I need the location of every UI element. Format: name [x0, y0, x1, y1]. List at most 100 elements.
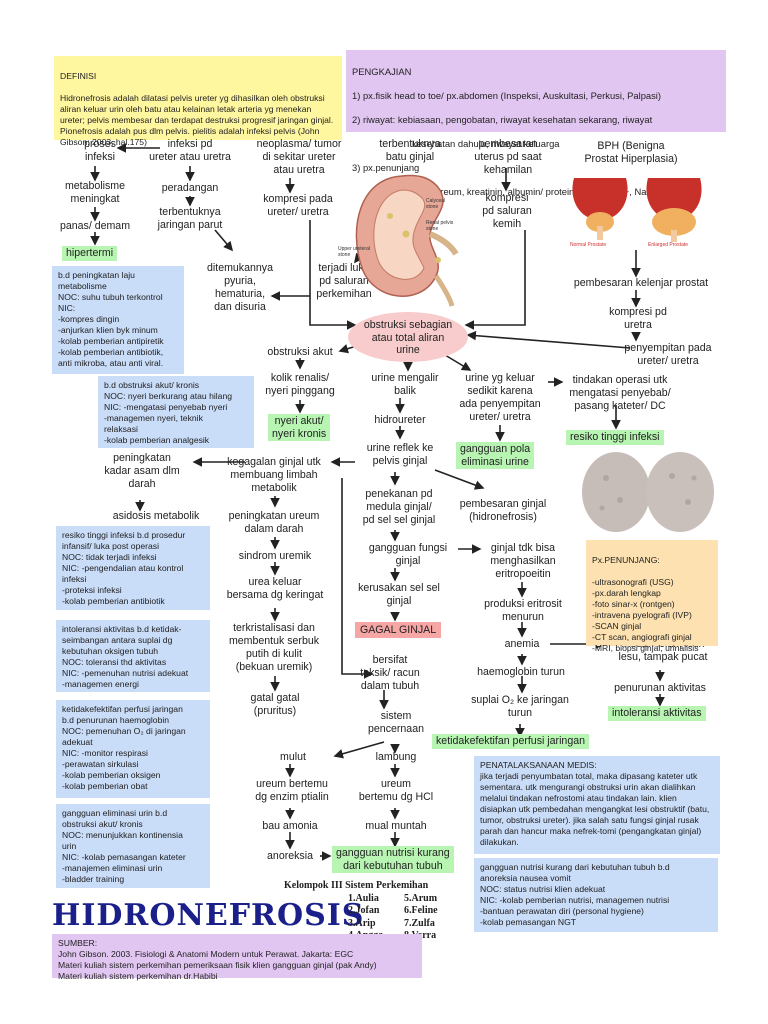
member: 5.Arum [404, 893, 438, 905]
node-peradangan: peradangan [161, 182, 219, 194]
sumber-heading: SUMBER: [58, 938, 98, 948]
upper-ureteral-stone-label: Upper ureteral stone [338, 246, 370, 258]
sumber-line-2: Materi kuliah sistem perkemihan pemeriks… [58, 960, 377, 970]
node-hidroureter: hidroureter [374, 414, 426, 426]
node-kompresi-uretra: kompresi pd uretra [609, 306, 667, 331]
node-tindakan: tindakan operasi utk mengatasi penyebab/… [569, 374, 671, 412]
node-urea-keringat: urea keluar bersama dg keringat [226, 576, 324, 601]
penatalaksanaan-box: PENATALAKSANAAN MEDIS: jika terjadi peny… [474, 756, 720, 854]
intervention-intoleransi: intoleransi aktivitas b.d ketidak- seimb… [56, 620, 210, 692]
node-penyempitan: penyempitan pada ureter/ uretra [624, 342, 712, 367]
member: 3.Arip [348, 917, 376, 929]
member: 6.Feline [404, 905, 438, 917]
node-ureum-ptialin: ureum bertemu dg enzim ptialin [255, 778, 329, 803]
diagnosis-resiko-infeksi: resiko tinggi infeksi [566, 430, 664, 445]
member: 7.Zulfa [404, 917, 435, 929]
sumber-box: SUMBER: John Gibson. 2003. Fisiologi & A… [52, 934, 422, 981]
pengkajian-line-3: 3) px.penunjang [352, 162, 420, 174]
diagnosis-intoleransi: intoleransi aktivitas [608, 706, 706, 721]
node-asidosis: asidosis metabolik [112, 510, 200, 522]
node-kerusakan: kerusakan sel sel ginjal [358, 582, 440, 607]
node-anemia: anemia [504, 638, 540, 650]
node-neoplasma: neoplasma/ tumor di sekitar ureter atau … [256, 138, 342, 176]
node-refluks: urine reflek ke pelvis ginjal [366, 442, 434, 467]
node-pembesaran-ginjal: pembesaran ginjal (hidronefrosis) [459, 498, 547, 523]
penunjang-box: Px.PENUNJANG: -ultrasonografi (USG) -px.… [586, 540, 718, 653]
penatalaksanaan-body: jika terjadi penyumbatan total, maka dip… [480, 771, 710, 847]
diagnosis-nutrisi: gangguan nutrisi kurang dari kebutuhan t… [332, 846, 454, 874]
node-panas-demam: panas/ demam [59, 220, 131, 232]
node-obstruksi-akut: obstruksi akut [267, 346, 333, 358]
sumber-line-1: John Gibson. 2003. Fisiologi & Anatomi M… [58, 949, 354, 959]
pengkajian-heading: PENGKAJIAN [352, 66, 412, 78]
diagnosis-hipertermi: hipertermi [62, 246, 118, 261]
hydronephrotic-kidney-icon [582, 452, 714, 532]
node-kristal: terkristalisasi dan membentuk serbuk put… [228, 622, 320, 673]
node-kegagalan: kegagalan ginjal utk membuang limbah met… [227, 456, 321, 494]
penunjang-heading: Px.PENUNJANG: [592, 555, 660, 565]
renal-pelvis-stone-label: Renal pelvis stone [426, 220, 454, 232]
node-batu-ginjal: terbentuknya batu ginjal [379, 138, 441, 163]
node-suplai: suplai O₂ ke jaringan turun [471, 694, 569, 719]
intervention-nutrisi: gangguan nutrisi kurang dari kebutuhan t… [474, 858, 718, 932]
enlarged-prostate-label: Enlarged Prostate [648, 242, 689, 248]
node-peningkatan-ureum: peningkatan ureum dalam darah [228, 510, 320, 535]
member: 2.Jofan [348, 905, 380, 917]
diagnosis-nyeri: nyeri akut/ nyeri kronis [268, 414, 331, 442]
node-haemoglobin: haemoglobin turun [477, 666, 565, 678]
kelompok-heading: Kelompok III Sistem Perkemihan [284, 880, 429, 891]
definisi-box: DEFINISI Hidronefrosis adalah dilatasi p… [54, 56, 342, 147]
node-mual-muntah: mual muntah [365, 820, 427, 832]
node-penurunan-aktivitas: penurunan aktivitas [614, 682, 706, 694]
node-anoreksia: anoreksia [267, 850, 313, 862]
node-sistem-pencernaan: sistem pencernaan [368, 710, 424, 735]
normal-prostate-label: Normal Prostate [570, 242, 607, 248]
node-pyuria: ditemukannya pyuria, hematuria, dan disu… [207, 262, 273, 313]
pengkajian-line-2: 2) riwayat: kebiasaan, pengobatan, riway… [352, 114, 653, 126]
hydronephrosis-photo [576, 448, 718, 536]
node-sindrom: sindrom uremik [238, 550, 312, 562]
node-bersifat-toksik: bersifat toksik/ racun dalam tubuh [360, 654, 420, 692]
node-lambung: lambung [375, 751, 417, 763]
kidney-stone-icon [355, 174, 459, 307]
node-proses-infeksi: proses infeksi [84, 138, 116, 163]
node-peningkatan-asam: peningkatan kadar asam dlm darah [104, 452, 180, 490]
member: 1.Aulia [348, 893, 379, 905]
definisi-body: Hidronefrosis adalah dilatasi pelvis ure… [60, 93, 334, 147]
calyceal-stone-label: Calyceal stone [426, 198, 446, 210]
main-title: HIDRONEFROSIS [52, 898, 365, 933]
node-produksi: produksi eritrosit menurun [484, 598, 562, 623]
node-gatal: gatal gatal (pruritus) [250, 692, 300, 717]
kidney-illustration: Calyceal stone Renal pelvis stone Upper … [338, 168, 470, 308]
definisi-heading: DEFINISI [60, 71, 97, 81]
node-gangguan-fungsi: gangguan fungsi ginjal [368, 542, 448, 567]
node-bau-amonia: bau amonia [262, 820, 318, 832]
node-mulut: mulut [280, 751, 306, 763]
intervention-perfusi: ketidakefektifan perfusi jaringan b.d pe… [56, 700, 210, 798]
node-pembesaran-prostat: pembesaran kelenjar prostat [573, 277, 709, 289]
prostate-icon [572, 178, 702, 242]
node-tdk-eritropoeitin: ginjal tdk bisa menghasilkan eritropoeit… [490, 542, 556, 580]
node-urine-sedikit: urine yg keluar sedikit karena ada penye… [459, 372, 541, 423]
kelompok-block: Kelompok III Sistem Perkemihan 1.Aulia 2… [284, 880, 464, 942]
node-gagal-ginjal: GAGAL GINJAL [355, 622, 442, 638]
intervention-resiko-infeksi: resiko tinggi infeksi b.d prosedur infan… [56, 526, 210, 610]
penatalaksanaan-heading: PENATALAKSANAAN MEDIS: [480, 760, 597, 770]
node-kompresi-ureter: kompresi pada ureter/ uretra [263, 193, 333, 218]
node-urine-balik: urine mengalir balik [371, 372, 439, 397]
node-metabolisme: metabolisme meningkat [64, 180, 126, 205]
prostate-illustration: Normal Prostate Enlarged Prostate [564, 170, 714, 250]
node-infeksi-ureter: infeksi pd ureter atau uretra [149, 138, 231, 163]
intervention-nyeri: b.d obstruksi akut/ kronis NOC: nyeri be… [98, 376, 254, 448]
node-kolik: kolik renalis/ nyeri pinggang [265, 372, 335, 397]
node-pembesaran-uterus: pembesaran uterus pd saat kehamilan [474, 138, 542, 176]
node-bph: BPH (Benigna Prostat Hiperplasia) [584, 140, 678, 165]
diagnosis-eliminasi: gangguan pola eliminasi urine [456, 442, 535, 470]
node-jaringan-parut: terbentuknya jaringan parut [157, 206, 223, 231]
pengkajian-line-2b: kesehatan dahulu, riwayat keluarga [412, 138, 560, 150]
node-penekanan: penekanan pd medula ginjal/ pd sel sel g… [362, 488, 436, 526]
intervention-hipertermi: b.d peningkatan laju metabolisme NOC: su… [52, 266, 184, 374]
node-obstruksi: obstruksi sebagian atau total aliran uri… [348, 312, 468, 362]
pengkajian-line-1: 1) px.fisik head to toe/ px.abdomen (Ins… [352, 90, 662, 102]
intervention-eliminasi: gangguan eliminasi urin b.d obstruksi ak… [56, 804, 210, 888]
